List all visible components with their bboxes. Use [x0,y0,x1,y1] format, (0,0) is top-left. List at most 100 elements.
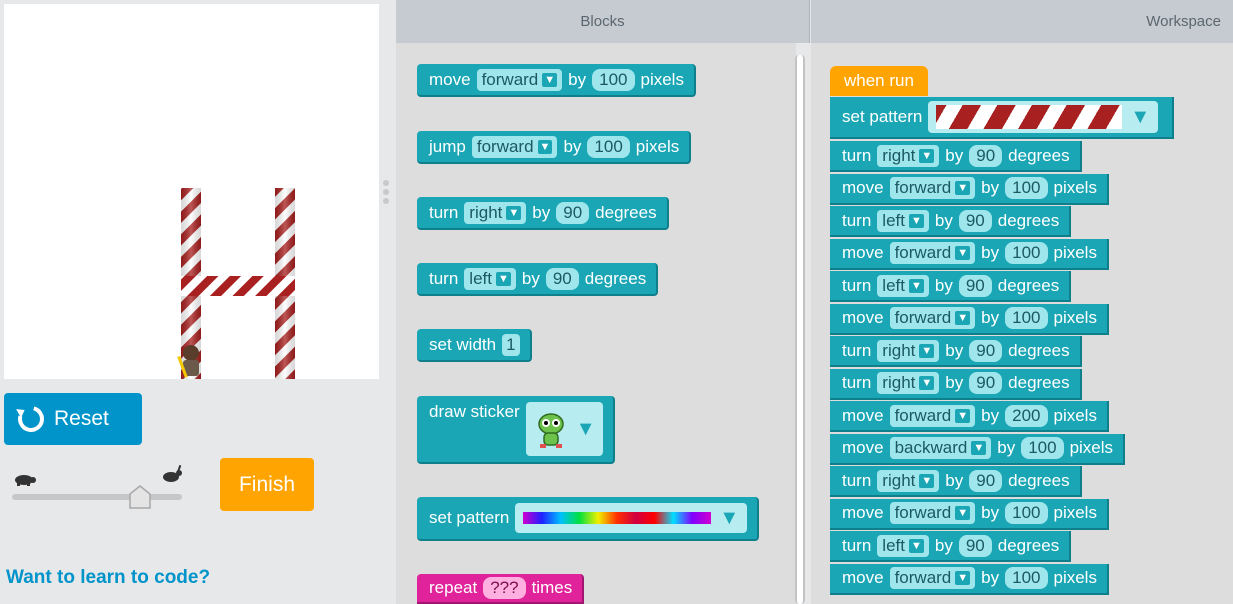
direction-dropdown[interactable]: forward▼ [889,567,976,589]
direction-dropdown[interactable]: forward▼ [889,177,976,199]
finish-button[interactable]: Finish [220,458,314,511]
block-text: repeat [429,578,478,597]
direction-dropdown[interactable]: backward▼ [889,437,992,459]
number-input[interactable]: 90 [969,339,1003,362]
number-input[interactable]: 90 [969,372,1003,394]
direction-dropdown[interactable]: forward▼ [476,68,563,91]
dropdown-arrow-icon: ▼ [955,311,971,325]
direction-dropdown[interactable]: forward▼ [889,404,976,427]
direction-dropdown[interactable]: forward▼ [471,135,558,158]
alien-sticker-icon [537,413,564,448]
block-text: degrees [595,202,657,222]
dropdown-arrow-icon: ▼ [506,205,522,220]
direction-dropdown[interactable]: forward▼ [889,242,976,264]
toolbox-move-block[interactable]: move forward▼ by 100 pixels [417,64,696,97]
direction-dropdown[interactable]: left▼ [877,534,929,557]
pattern-dropdown[interactable]: ▼ [928,101,1159,133]
direction-dropdown[interactable]: left▼ [877,274,929,297]
block-text: set pattern [842,107,923,126]
block-text: move [842,243,884,262]
number-input[interactable]: 90 [958,534,992,557]
direction-dropdown[interactable]: right▼ [877,144,940,167]
number-input[interactable]: ??? [483,577,526,599]
number-input[interactable]: 90 [969,144,1003,167]
direction-dropdown[interactable]: right▼ [877,372,940,394]
toolbox-set-pattern-block[interactable]: set pattern ▼ [417,497,760,541]
toolbox-jump-block[interactable]: jump forward▼ by 100 pixels [417,131,692,164]
workspace-set-pattern-block[interactable]: set pattern ▼ [830,97,1175,139]
number-input[interactable]: 100 [1005,242,1048,264]
number-input[interactable]: 100 [1005,567,1048,589]
pattern-dropdown[interactable]: ▼ [515,503,748,533]
block-text: degrees [1008,340,1070,360]
number-input[interactable]: 1 [502,333,520,356]
toolbox-draw-sticker-block[interactable]: draw sticker ▼ [417,396,616,464]
learn-to-code-link[interactable]: Want to learn to code? [6,567,211,588]
workspace-header: Workspace [811,0,1233,43]
number-input[interactable]: 100 [1005,502,1048,524]
panel-resize-grip[interactable] [383,180,389,207]
number-input[interactable]: 100 [587,135,630,158]
reset-button[interactable]: Reset [4,393,142,445]
number-input[interactable]: 90 [969,469,1003,492]
block-text: by [521,268,540,288]
block-text: degrees [1008,373,1070,392]
toolbox-turn-left-block[interactable]: turn left▼ by 90 degrees [417,263,659,296]
block-text: turn [842,210,872,230]
dropdown-arrow-icon: ▼ [919,473,935,488]
block-text: degrees [997,275,1060,295]
toolbox-turn-right-block[interactable]: turn right▼ by 90 degrees [417,197,669,230]
number-input[interactable]: 90 [556,201,590,224]
direction-dropdown[interactable]: right▼ [877,469,940,492]
speed-slider[interactable] [12,460,187,510]
block-text: by [934,275,953,295]
sticker-dropdown[interactable]: ▼ [525,402,604,456]
block-text: by [981,568,1000,587]
number-input[interactable]: 90 [958,274,992,297]
number-input[interactable]: 90 [958,209,992,232]
block-text: by [945,373,964,392]
slider-track[interactable] [12,494,182,500]
toolbox-scrollbar[interactable] [795,55,805,604]
direction-dropdown[interactable]: forward▼ [889,307,976,329]
when-run-block[interactable]: when run [830,66,928,96]
number-input[interactable]: 100 [1005,177,1048,199]
number-input[interactable]: 100 [592,68,635,91]
block-text: move [842,405,884,425]
direction-dropdown[interactable]: right▼ [877,339,940,362]
slider-thumb[interactable] [128,484,152,510]
turtle-icon [15,475,36,486]
number-input[interactable]: 100 [1005,307,1048,329]
dropdown-arrow-icon: ▼ [908,213,924,228]
direction-dropdown[interactable]: right▼ [464,201,527,224]
dropdown-arrow-icon: ▼ [955,246,971,260]
direction-dropdown[interactable]: left▼ [877,209,929,232]
block-text: pixels [640,69,684,89]
artist-character [177,345,199,378]
block-text: by [981,308,1000,327]
dropdown-arrow-icon: ▼ [495,271,511,286]
toolbox-set-width-block[interactable]: set width 1 [417,329,532,362]
toolbox-repeat-block[interactable]: repeat ??? times [417,574,585,604]
number-input[interactable]: 200 [1005,404,1048,427]
number-input[interactable]: 100 [1021,437,1064,459]
number-input[interactable]: 90 [545,267,579,290]
direction-dropdown[interactable]: forward▼ [889,502,976,524]
block-text: pixels [1053,243,1097,262]
block-text: by [945,145,964,165]
direction-dropdown[interactable]: left▼ [464,267,516,290]
